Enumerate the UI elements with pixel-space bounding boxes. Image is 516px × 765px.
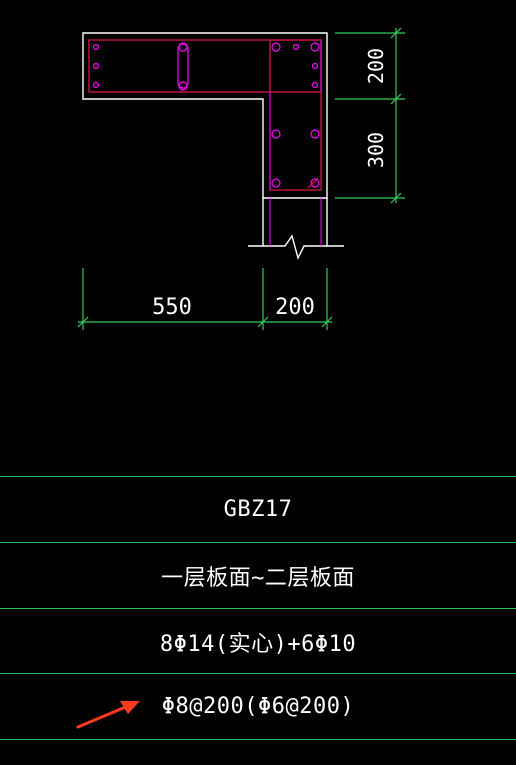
- section-drawing: 200 300 550 200: [77, 27, 405, 330]
- break-line: [248, 234, 344, 260]
- rebar-large: [178, 42, 188, 52]
- table-rule: [0, 673, 516, 674]
- dimension-label-550: 550: [152, 295, 192, 320]
- rebar-small: [311, 81, 319, 89]
- rebar-large: [271, 42, 281, 52]
- rebar-small: [92, 43, 100, 51]
- rebar-large: [271, 129, 281, 139]
- rebar-small: [292, 43, 300, 51]
- rebar-group: [92, 42, 320, 188]
- table-rule: [0, 542, 516, 543]
- rebar-large: [310, 129, 320, 139]
- rebar-large: [178, 81, 188, 91]
- right-dimension: [335, 27, 405, 204]
- hook-mark: [307, 177, 319, 189]
- rebar-large: [310, 178, 320, 188]
- column-outline: [82, 32, 328, 199]
- stirrup-spec-text: Φ8@200(Φ6@200): [161, 694, 355, 719]
- dimension-label-200-vertical: 200: [364, 48, 388, 84]
- stirrup-vertical: [269, 39, 322, 191]
- bottom-dimension: [77, 268, 333, 330]
- table-rule: [0, 739, 516, 740]
- elevation-range-text: 一层板面~二层板面: [161, 565, 355, 591]
- column-code-text: GBZ17: [223, 497, 293, 522]
- longitudinal-rebar: 8Φ14(实心)+6Φ10: [0, 609, 516, 674]
- annotation-arrow: [76, 701, 140, 729]
- rebar-large: [271, 178, 281, 188]
- elevation-range: 一层板面~二层板面: [0, 543, 516, 608]
- longitudinal-rebar-text: 8Φ14(实心)+6Φ10: [159, 631, 357, 657]
- stirrup-horizontal: [88, 39, 322, 93]
- rebar-large: [310, 42, 320, 52]
- stirrup-spec: Φ8@200(Φ6@200): [0, 674, 516, 739]
- dimension-label-300-vertical: 300: [364, 132, 388, 168]
- column-code: GBZ17: [0, 477, 516, 542]
- table-rule: [0, 476, 516, 477]
- rebar-small: [311, 62, 319, 70]
- table-rule: [0, 608, 516, 609]
- rebar-small: [92, 62, 100, 70]
- rebar-small: [92, 81, 100, 89]
- tie-loop: [177, 43, 189, 89]
- dimension-label-200-horizontal: 200: [275, 295, 315, 320]
